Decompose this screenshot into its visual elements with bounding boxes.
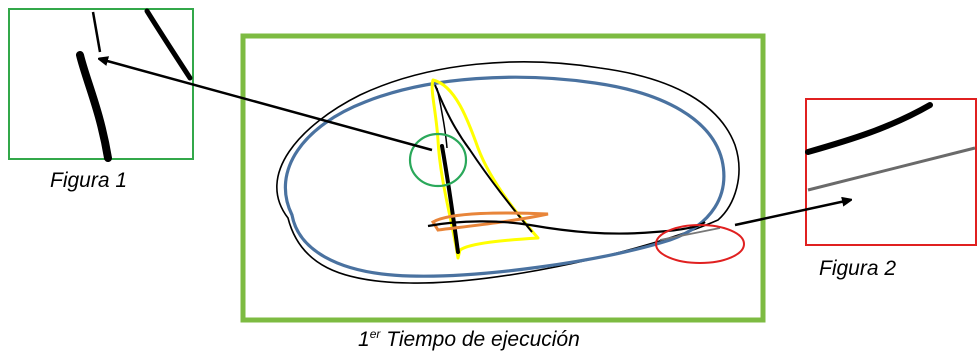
figure2-caption: Figura 2: [819, 257, 897, 280]
caption-text: Tiempo de ejecución: [380, 328, 580, 351]
arrow-to-figure1: [100, 59, 433, 152]
yellow-triangle-highlight: [430, 78, 540, 260]
black-triangle-strokes: [434, 84, 533, 254]
blue-outline: [283, 75, 726, 278]
green-circle-marker: [408, 132, 468, 188]
figure1-zoom-strokes: [76, 8, 193, 162]
figure2-frame: [805, 98, 977, 246]
figure2-zoom-strokes: [805, 102, 976, 192]
figure1-caption: Figura 1: [50, 169, 128, 192]
arrow-to-figure2: [734, 200, 850, 227]
gray-tail-stroke: [659, 227, 721, 241]
caption-number: 1: [358, 328, 370, 351]
main-panel-caption: 1er Tiempo de ejecución: [358, 327, 580, 351]
red-ellipse-marker: [655, 224, 745, 264]
black-tail-stroke: [427, 220, 706, 235]
caption-superscript: er: [369, 327, 381, 341]
orange-highlight: [430, 211, 549, 232]
outer-black-outline: [276, 61, 740, 284]
